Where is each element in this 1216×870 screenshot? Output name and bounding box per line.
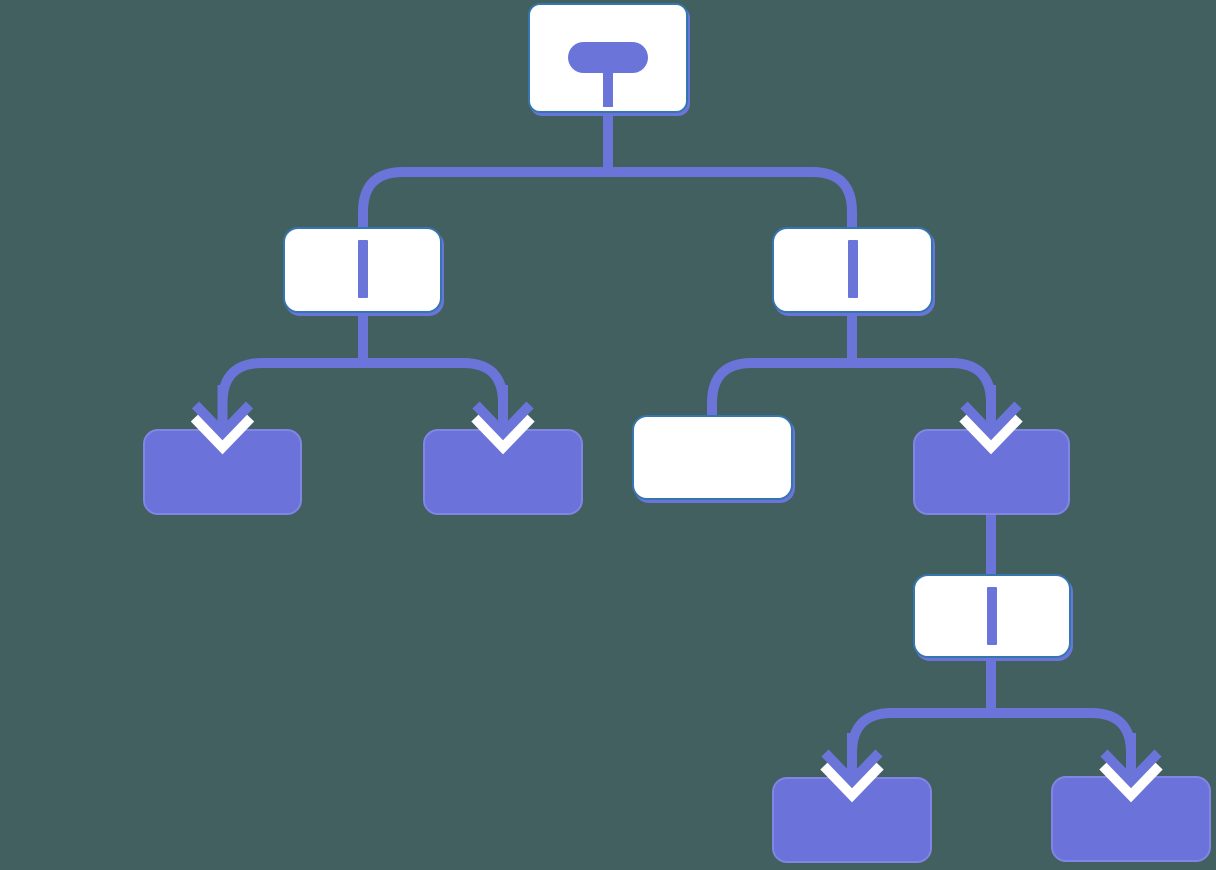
connector-left-branch bbox=[217, 358, 508, 409]
connector-bottom-branch bbox=[847, 708, 1136, 758]
node-leaf-c[interactable] bbox=[772, 777, 932, 863]
node-child-white[interactable] bbox=[632, 415, 793, 500]
connector-right-branch bbox=[707, 358, 996, 420]
node-root[interactable] bbox=[528, 3, 688, 113]
root-pill-stem bbox=[603, 71, 613, 107]
root-pill-icon bbox=[568, 42, 648, 73]
node-branch-right[interactable] bbox=[772, 227, 933, 313]
node-branch-lower[interactable] bbox=[913, 574, 1071, 658]
node-leaf-d[interactable] bbox=[1051, 776, 1211, 862]
passthrough-line-icon bbox=[357, 240, 368, 298]
passthrough-line-icon bbox=[987, 587, 997, 645]
node-child-purple[interactable] bbox=[913, 429, 1070, 515]
passthrough-line-icon bbox=[847, 240, 858, 298]
node-leaf-b[interactable] bbox=[423, 429, 583, 515]
node-branch-left[interactable] bbox=[283, 227, 442, 313]
connector-top-branch bbox=[358, 167, 857, 232]
node-leaf-a[interactable] bbox=[143, 429, 302, 515]
